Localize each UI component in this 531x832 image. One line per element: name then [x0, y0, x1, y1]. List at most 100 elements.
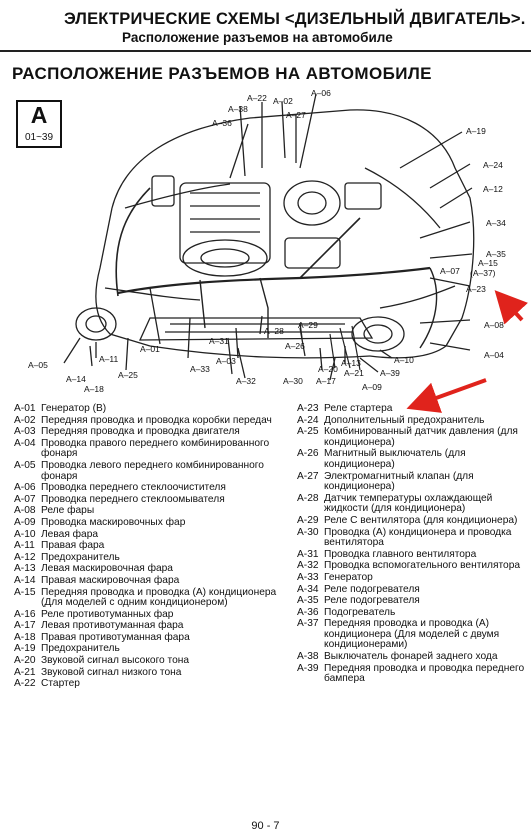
- callout-a22: A–22: [247, 93, 267, 103]
- legend-item: A-11 Правая фара: [14, 541, 286, 552]
- legend-code: A-37: [297, 618, 319, 630]
- legend-text: Генератор: [324, 571, 373, 583]
- callout-a39: A–39: [380, 368, 400, 378]
- legend-text: Предохранитель: [41, 551, 120, 563]
- legend-text: Реле С вентилятора (для кондиционера): [324, 514, 518, 526]
- legend-text: Проводка главного вентилятора: [324, 548, 477, 560]
- section-title: РАСПОЛОЖЕНИЕ РАЗЪЕМОВ НА АВТОМОБИЛЕ: [12, 64, 432, 83]
- callout-a27: A–27: [286, 110, 306, 120]
- callout-a32: A–32: [236, 376, 256, 386]
- legend-code: A-30: [297, 526, 319, 538]
- callout-a09: A–09: [362, 382, 382, 392]
- legend-text: Проводка левого переднего комбинированно…: [41, 459, 264, 482]
- legend-code: A-32: [297, 560, 319, 572]
- legend-code: A-36: [297, 606, 319, 618]
- legend-text: Электромагнитный клапан (для кондиционер…: [324, 470, 474, 493]
- legend-code: A-07: [14, 493, 36, 505]
- legend-text: Передняя проводка и проводка двигателя: [41, 426, 240, 438]
- legend-item: A-18 Правая противотуманная фара: [14, 631, 286, 644]
- legend-code: A-21: [14, 666, 36, 678]
- legend-code: A-20: [14, 655, 36, 667]
- legend-code: A-28: [297, 492, 319, 504]
- legend-text: Проводка переднего стеклоочистителя: [41, 482, 226, 494]
- legend-code: A-31: [297, 548, 319, 560]
- callout-a15: A–15: [478, 258, 498, 268]
- legend-text: Реле фары: [41, 505, 95, 517]
- callout-a01: A–01: [140, 344, 160, 354]
- callout-a10: A–10: [394, 355, 414, 365]
- engine-bay-drawing: [63, 93, 475, 381]
- legend-item: A-02 Передняя проводка и проводка коробки…: [14, 414, 286, 427]
- legend-code: A-13: [14, 563, 36, 575]
- legend-text: Проводка (А) кондиционера и проводка вен…: [324, 526, 512, 549]
- callout-a07: A–07: [440, 266, 460, 276]
- legend-text: Магнитный выключатель (для кондиционера): [324, 448, 466, 470]
- callout-a37: (A–37): [470, 268, 496, 278]
- legend-text: Передняя проводка и проводка (А) кондици…: [41, 586, 277, 609]
- section-box: A 01~39: [16, 100, 62, 148]
- legend-item: A-20 Звуковой сигнал высокого тона: [14, 655, 286, 667]
- callout-a03: A–03: [216, 356, 236, 366]
- callout-a18: A–18: [84, 384, 104, 394]
- legend-code: A-14: [14, 574, 36, 586]
- callout-a08: A–08: [484, 320, 504, 330]
- legend-item: A-29 Реле С вентилятора (для кондиционера…: [297, 514, 525, 527]
- callout-a11: A–11: [99, 354, 119, 364]
- legend-text: Передняя проводка и проводка коробки пер…: [41, 414, 272, 426]
- legend-text: Правая фара: [41, 540, 105, 552]
- legend-text: Передняя проводка и проводка (А) кондици…: [324, 618, 500, 651]
- legend-code: A-18: [14, 631, 36, 643]
- legend-text: Левая противотуманная фара: [41, 620, 184, 632]
- legend-code: A-19: [14, 643, 36, 655]
- legend-text: Дополнительный предохранитель: [324, 414, 485, 426]
- legend-code: A-35: [297, 595, 319, 607]
- legend-text: Проводка правого переднего комбинированн…: [41, 437, 270, 460]
- legend-text: Подогреватель: [324, 606, 396, 618]
- legend-text: Выключатель фонарей заднего хода: [324, 651, 498, 663]
- header-subtitle: Расположение разъемов на автомобиле: [122, 30, 393, 45]
- legend-code: A-10: [14, 528, 36, 540]
- callout-a04: A–04: [484, 350, 504, 360]
- callout-a25: A–25: [118, 370, 138, 380]
- legend-code: A-09: [14, 516, 36, 528]
- legend-code: A-02: [14, 414, 36, 426]
- legend-text: Стартер: [41, 678, 80, 690]
- callout-a29: A–29: [298, 320, 318, 330]
- legend-item: A-37 Передняя проводка и проводка (А) кон…: [297, 619, 525, 651]
- legend-text: Проводка переднего стеклоомывателя: [41, 493, 225, 505]
- legend-code: A-08: [14, 505, 36, 517]
- callout-a26: A–26: [285, 341, 305, 351]
- legend-code: A-39: [297, 662, 319, 674]
- legend-code: A-05: [14, 459, 36, 471]
- legend-code: A-03: [14, 426, 36, 438]
- legend-code: A-29: [297, 514, 319, 526]
- legend-text: Звуковой сигнал высокого тона: [41, 655, 190, 667]
- page-header: ЭЛЕКТРИЧЕСКИЕ СХЕМЫ <ДИЗЕЛЬНЫЙ ДВИГАТЕЛЬ…: [0, 0, 531, 58]
- callout-a35: A–35: [486, 249, 506, 259]
- legend-code: A-11: [14, 540, 35, 552]
- legend-item: A-30 Проводка (А) кондиционера и проводка…: [297, 526, 525, 549]
- legend-item: A-07 Проводка переднего стеклоомывателя: [14, 493, 286, 506]
- callout-a06: A–06: [311, 88, 331, 98]
- legend-item: A-36 Подогреватель: [297, 606, 525, 619]
- section-letter: A: [30, 102, 48, 128]
- legend-text: Правая противотуманная фара: [41, 631, 190, 643]
- legend-code: A-34: [297, 583, 319, 595]
- legend-text: Реле подогревателя: [324, 595, 420, 607]
- legend-code: A-26: [297, 448, 319, 460]
